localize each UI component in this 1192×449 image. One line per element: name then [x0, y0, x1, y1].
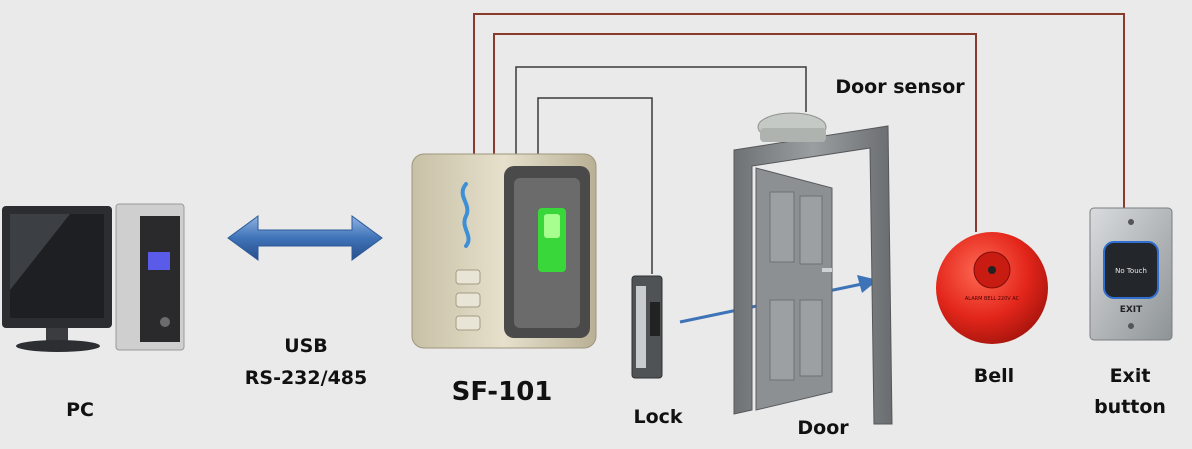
exit-button-device: No Touch EXIT	[1089, 207, 1173, 341]
exit-touch-pad-label: No Touch	[1115, 267, 1147, 275]
label-rs232-485: RS-232/485	[244, 367, 368, 389]
pc-tower-display	[148, 252, 170, 270]
wire-door-sensor	[515, 66, 807, 158]
label-door: Door	[797, 417, 849, 439]
exit-plate-screw-bottom	[1128, 323, 1134, 329]
label-exit-button: button	[1094, 396, 1166, 418]
bell-face-text: ALARM BELL 220V AC	[965, 296, 1020, 302]
sf-101-button-2	[455, 292, 481, 308]
label-usb: USB	[284, 335, 328, 357]
sf-101-device	[411, 153, 597, 349]
pc-illustration	[2, 203, 185, 352]
bell-center-dot	[988, 266, 996, 274]
pc-monitor-reflection	[10, 214, 70, 290]
sf-101-sensor-glow	[544, 214, 560, 238]
door-panel-4	[799, 299, 823, 377]
electric-lock	[631, 275, 663, 379]
door-illustration	[733, 112, 893, 425]
label-exit: Exit	[1109, 365, 1151, 387]
pc-monitor-stand	[16, 340, 100, 352]
wire-bell	[493, 33, 977, 232]
pc-link-arrow	[227, 215, 383, 261]
wire-lock	[537, 97, 653, 274]
label-door-sensor: Door sensor	[835, 76, 965, 98]
sf-101-button-1	[455, 269, 481, 285]
sf-101-button-3	[455, 315, 481, 331]
door-panel-2	[799, 195, 823, 265]
sf-101-logo-icon	[460, 182, 471, 248]
pc-power-button	[160, 317, 170, 327]
label-sf-101: SF-101	[451, 377, 553, 407]
exit-plate-label: EXIT	[1120, 305, 1143, 315]
pc-tower-panel	[140, 216, 180, 342]
exit-plate-screw-top	[1128, 219, 1134, 225]
door-frame	[733, 125, 893, 425]
label-pc: PC	[66, 399, 94, 421]
lock-faceplate	[636, 286, 646, 368]
door-panel-1	[769, 191, 795, 263]
exit-touch-pad	[1103, 241, 1159, 299]
alarm-bell: ALARM BELL 220V AC	[936, 232, 1048, 344]
door-panel-3	[769, 299, 795, 381]
door-handle	[822, 268, 832, 272]
lock-strike	[650, 302, 660, 336]
pc-monitor-neck	[46, 328, 68, 342]
door-sensor-base	[760, 128, 826, 142]
label-bell: Bell	[973, 365, 1015, 387]
wiring	[473, 13, 1125, 274]
wire-exit-button	[473, 13, 1125, 208]
label-lock: Lock	[633, 406, 683, 428]
